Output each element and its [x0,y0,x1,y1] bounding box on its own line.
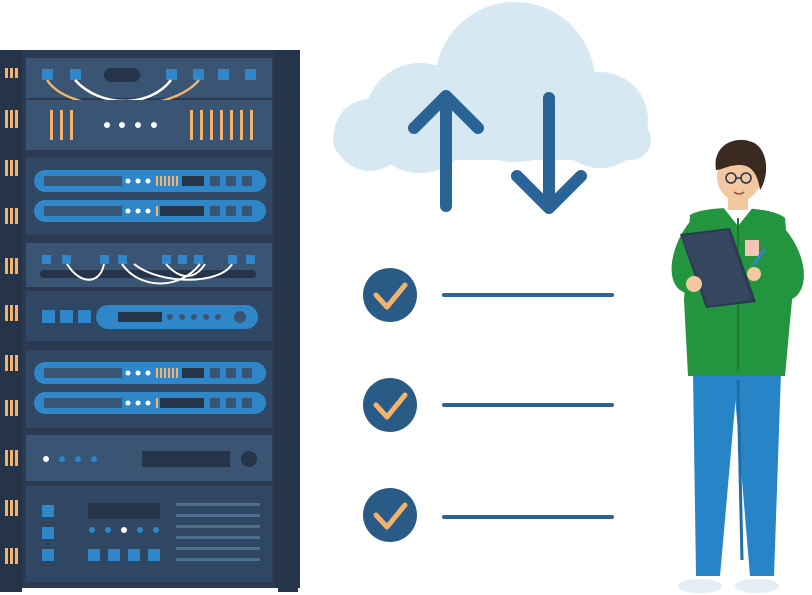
vent-panel-unit [26,100,272,150]
checklist-item [363,488,614,542]
checklist-item [363,268,614,322]
person-with-clipboard [671,139,804,593]
drive-bay-unit [26,157,272,235]
cloud-icon [333,2,651,173]
check-icon [363,488,417,542]
upload-arrow-icon [408,90,484,212]
download-arrow-icon [511,92,587,214]
storage-unit [26,291,272,341]
display-unit [26,435,272,481]
checklist [363,268,614,542]
switch-unit [26,243,272,287]
check-icon [363,378,417,432]
check-icon [363,268,417,322]
checklist-item [363,378,614,432]
drive-bay-unit-2 [26,350,272,428]
rail-vents [5,68,18,564]
control-panel-unit [26,486,272,582]
server-rack-icon [0,50,300,592]
